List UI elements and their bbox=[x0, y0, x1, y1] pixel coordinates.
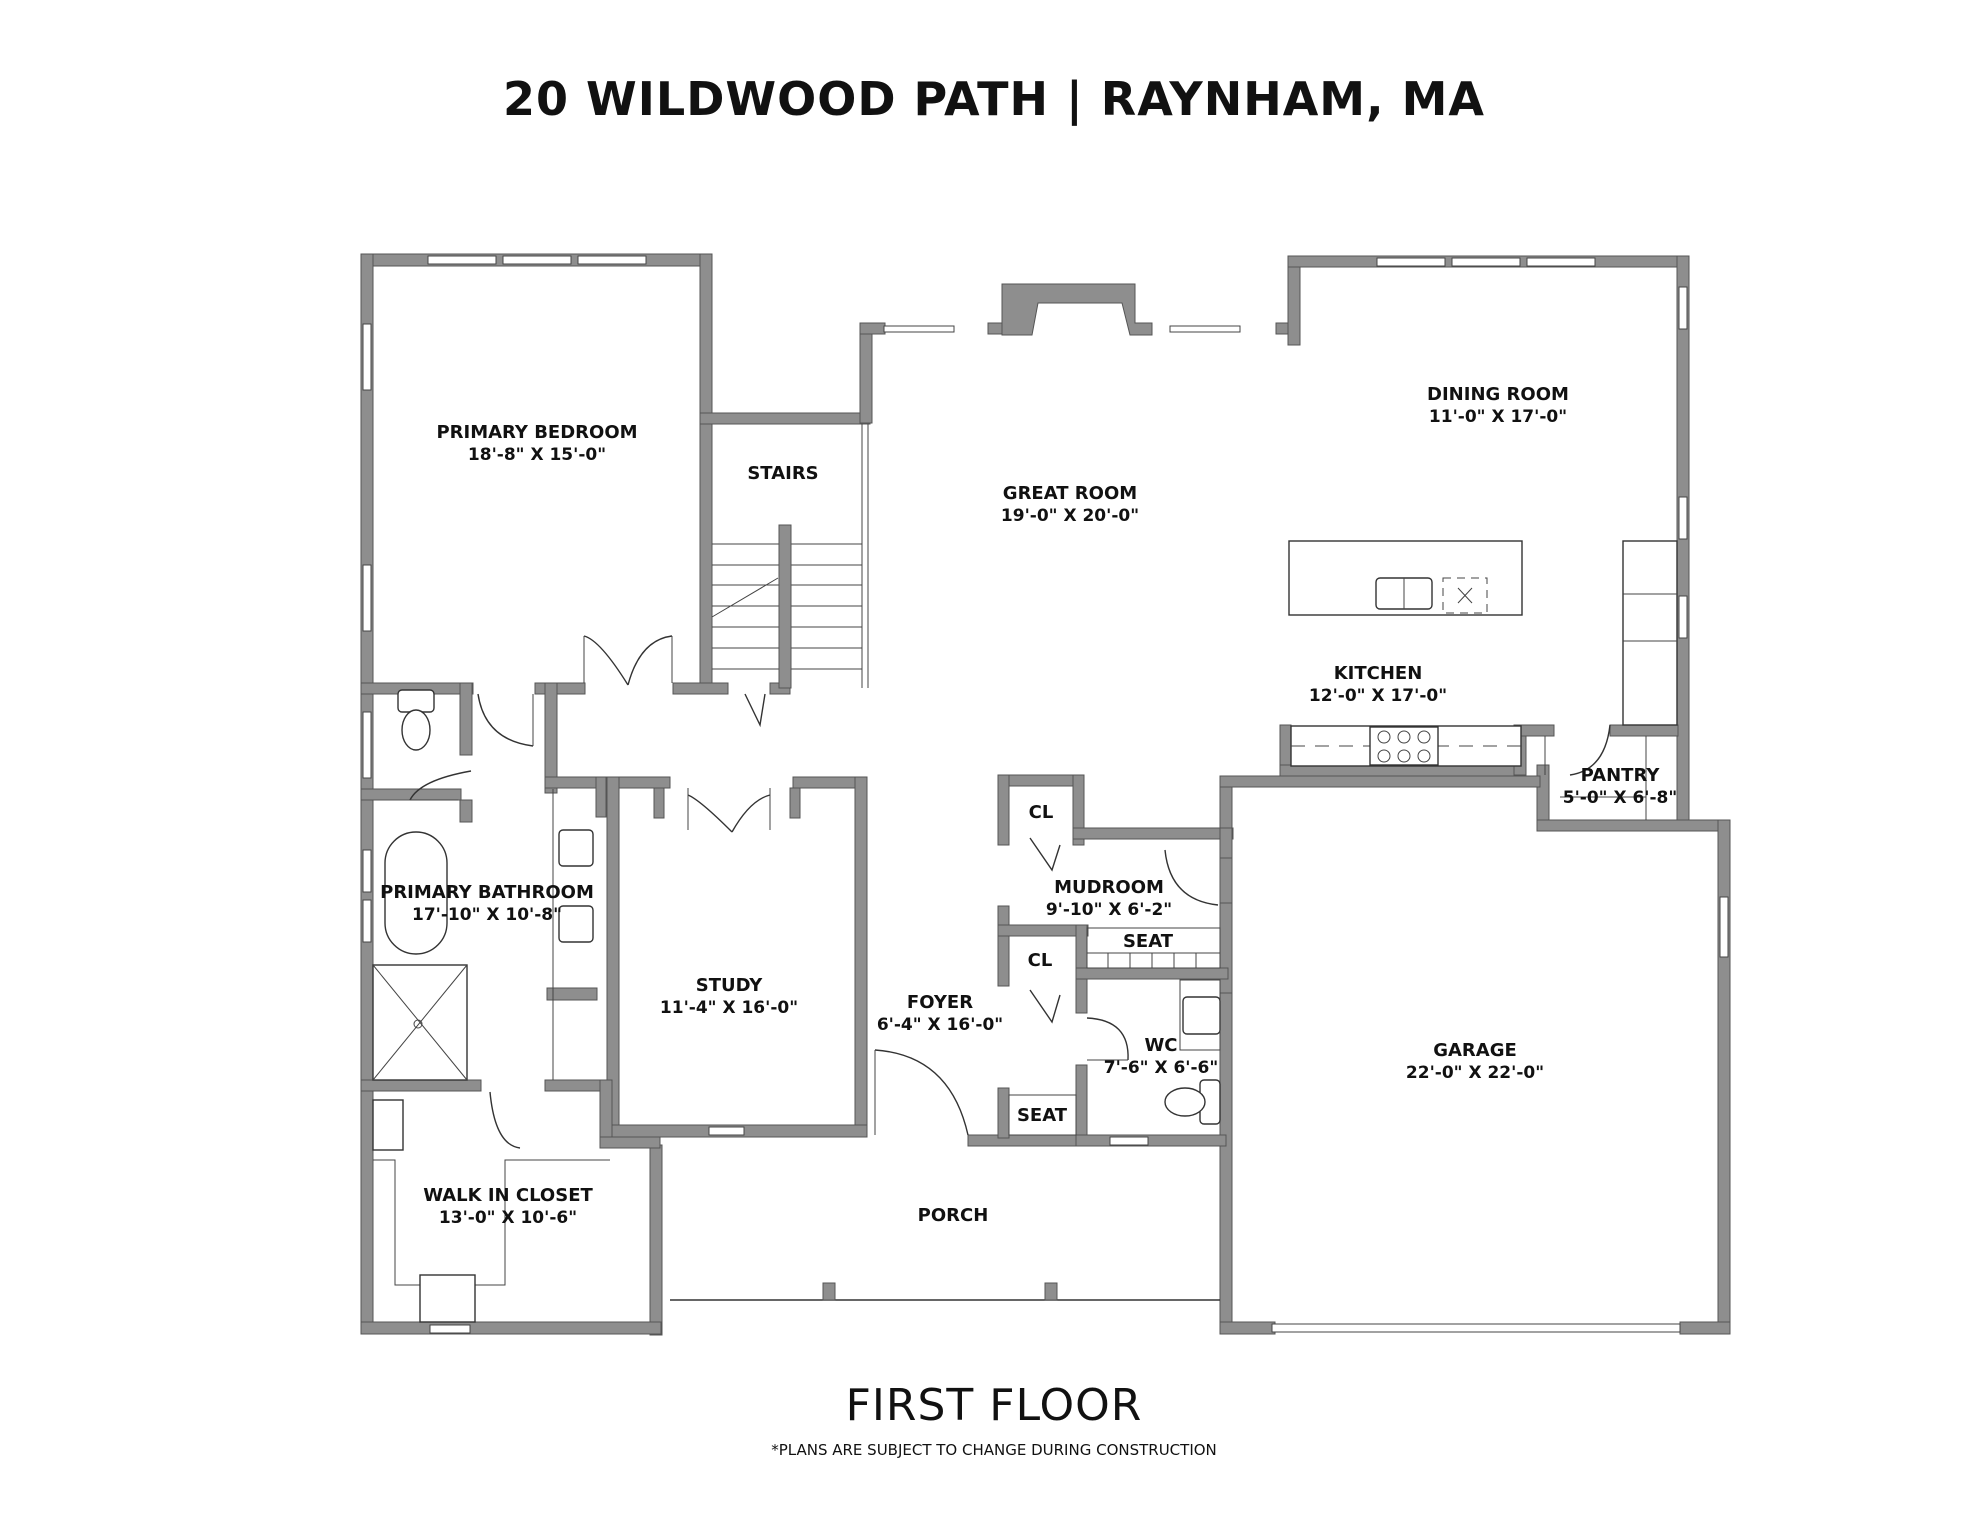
disclaimer: *PLANS ARE SUBJECT TO CHANGE DURING CONS… bbox=[771, 1441, 1217, 1459]
room-porch-name: PORCH bbox=[918, 1205, 989, 1226]
room-stairs-name: STAIRS bbox=[747, 463, 818, 484]
room-mudroom-seat-name: SEAT bbox=[1123, 931, 1174, 952]
sink-icon bbox=[558, 905, 594, 943]
toilet-bowl-icon bbox=[401, 709, 431, 751]
room-primary-bathroom-name: PRIMARY BATHROOM bbox=[380, 882, 594, 903]
room-primary-bedroom-dims: 18'-8" X 15'-0" bbox=[468, 445, 606, 465]
range-icon bbox=[1369, 726, 1439, 766]
room-great-room-dims: 19'-0" X 20'-0" bbox=[1001, 506, 1139, 526]
room-kitchen-name: KITCHEN bbox=[1334, 663, 1423, 684]
room-mudroom-dims: 9'-10" X 6'-2" bbox=[1046, 900, 1172, 920]
room-foyer-dims: 6'-4" X 16'-0" bbox=[877, 1015, 1003, 1035]
room-wc-dims: 7'-6" X 6'-6" bbox=[1104, 1058, 1219, 1078]
room-walk-in-closet-name: WALK IN CLOSET bbox=[423, 1185, 593, 1206]
room-closet-lower-name: CL bbox=[1028, 950, 1053, 971]
room-garage-dims: 22'-0" X 22'-0" bbox=[1406, 1063, 1544, 1083]
room-study-name: STUDY bbox=[696, 975, 763, 996]
floor-label: FIRST FLOOR bbox=[845, 1380, 1143, 1431]
room-primary-bathroom-dims: 17'-10" X 10'-8" bbox=[412, 905, 562, 925]
plan-title: 20 WILDWOOD PATH | RAYNHAM, MA bbox=[503, 72, 1485, 126]
bathtub-icon bbox=[384, 831, 448, 955]
room-primary-bedroom-name: PRIMARY BEDROOM bbox=[436, 422, 637, 443]
room-pantry-dims: 5'-0" X 6'-8" bbox=[1563, 788, 1678, 808]
doors bbox=[409, 635, 1611, 1149]
room-foyer-name: FOYER bbox=[907, 992, 973, 1013]
room-labels: PRIMARY BEDROOM 18'-8" X 15'-0" STAIRS G… bbox=[380, 384, 1677, 1228]
room-great-room-name: GREAT ROOM bbox=[1003, 483, 1137, 504]
fixtures bbox=[372, 540, 1678, 1323]
room-study-dims: 11'-4" X 16'-0" bbox=[660, 998, 798, 1018]
toilet-bowl-icon bbox=[1164, 1087, 1206, 1117]
room-pantry-name: PANTRY bbox=[1581, 765, 1661, 786]
room-garage-name: GARAGE bbox=[1433, 1040, 1517, 1061]
windows bbox=[362, 255, 1729, 1334]
room-walk-in-closet-dims: 13'-0" X 10'-6" bbox=[439, 1208, 577, 1228]
sink-icon bbox=[558, 829, 594, 867]
sink-icon bbox=[1182, 996, 1221, 1035]
room-foyer-seat-name: SEAT bbox=[1017, 1105, 1068, 1126]
cooktop-icon bbox=[1442, 577, 1488, 614]
room-kitchen-dims: 12'-0" X 17'-0" bbox=[1309, 686, 1447, 706]
room-mudroom-name: MUDROOM bbox=[1054, 877, 1164, 898]
toilet-tank-icon bbox=[397, 689, 435, 713]
room-dining-room-name: DINING ROOM bbox=[1427, 384, 1569, 405]
walls bbox=[360, 253, 1731, 1336]
stairs-treads bbox=[711, 424, 869, 689]
room-dining-room-dims: 11'-0" X 17'-0" bbox=[1429, 407, 1567, 427]
room-closet-upper-name: CL bbox=[1029, 802, 1054, 823]
room-wc-name: WC bbox=[1144, 1035, 1177, 1056]
